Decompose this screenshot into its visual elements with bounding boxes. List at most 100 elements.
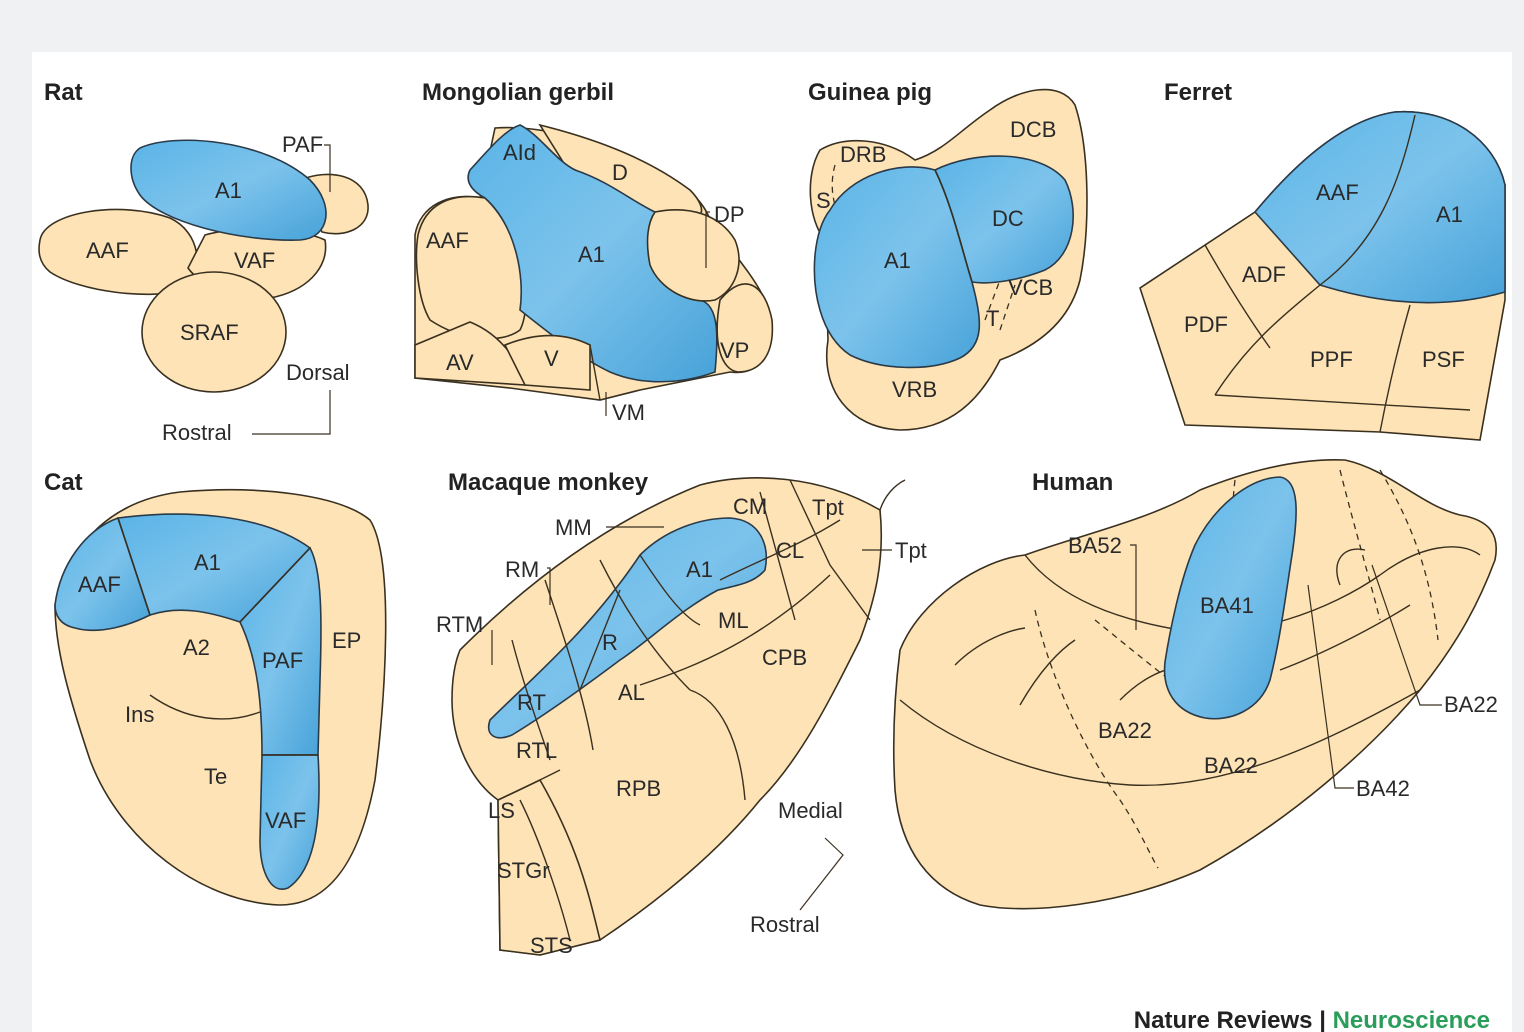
gerbil-aaf-region: [415, 195, 527, 340]
cat-ins-label: Ins: [125, 702, 154, 727]
guinea-pig-vrb-label: VRB: [892, 377, 937, 402]
macaque-orientation-axes: [799, 837, 844, 911]
macaque-rtm-label: RTM: [436, 612, 483, 637]
ferret-lower-boundary: [1214, 394, 1471, 411]
rat-dorsal-label: Dorsal: [286, 360, 350, 385]
cat-ins-boundary: [149, 694, 261, 720]
rat-vaf-label: VAF: [234, 248, 275, 273]
cat-paf-label: PAF: [262, 648, 303, 673]
macaque-ml-cl-boundary: [719, 519, 841, 581]
rat-sraf-label: SRAF: [180, 320, 239, 345]
rat-a1-region: [130, 139, 327, 241]
cat-aaf-region: [54, 516, 151, 632]
macaque-rtl-label: RTL: [516, 738, 557, 763]
cat-vaf-region: [259, 754, 320, 890]
human-gyrus-line-1: [954, 627, 1026, 666]
human-stg-boundary: [899, 689, 1421, 787]
macaque-a1-label: A1: [686, 557, 713, 582]
macaque-rm-label: RM: [505, 557, 539, 582]
gerbil-dp-region: [646, 209, 740, 302]
cat-ep-label: EP: [332, 628, 361, 653]
guinea-pig-s-label: S: [816, 188, 831, 213]
rat-title: Rat: [44, 79, 83, 106]
credit-section: Neuroscience: [1333, 1007, 1490, 1032]
macaque-tpt-boundary: [789, 479, 871, 621]
guinea-pig-a1-label: A1: [884, 248, 911, 273]
human-dashed-boundary-1: [1034, 609, 1159, 869]
ferret-core-region: [1253, 110, 1506, 304]
credit-journal: Nature Reviews: [1134, 1007, 1313, 1032]
human-dashed-boundary-2: [1094, 619, 1171, 681]
macaque-cm-label: CM: [733, 494, 767, 519]
guinea-pig-drb-label: DRB: [840, 142, 886, 167]
human-gyrus-line-4: [1279, 604, 1411, 671]
macaque-tpt-edge: [879, 479, 906, 511]
gerbil-vm-label: VM: [612, 400, 645, 425]
gerbil-aaf-label: AAF: [426, 228, 469, 253]
human-ba52-leader: [1130, 544, 1137, 630]
cat-a1-region: [116, 513, 312, 623]
guinea-pig-core-divider: [934, 169, 973, 283]
rat-a1-label: A1: [215, 178, 242, 203]
guinea-pig-dcb-label: DCB: [1010, 117, 1056, 142]
panel-ferret: Ferret AAF A1 ADF PDF PPF PSF: [1139, 79, 1506, 441]
macaque-rt-belt-boundary: [511, 639, 551, 761]
panel-guinea-pig: Guinea pig DRB DCB S DC A1 VCB T VRB: [808, 79, 1088, 431]
panel-gerbil: Mongolian gerbil AId D A1 DP AAF VP AV V…: [414, 79, 774, 425]
gerbil-dp-label: DP: [714, 202, 745, 227]
ferret-pdf-adf-boundary: [1204, 244, 1271, 349]
rat-sraf-region: [141, 271, 287, 393]
macaque-medial-label: Medial: [778, 798, 843, 823]
ferret-psf-label: PSF: [1422, 347, 1465, 372]
cat-a1-paf-boundary: [239, 547, 311, 623]
macaque-ml-cpb-boundary: [639, 574, 831, 686]
human-ba22c-leader: [1371, 564, 1442, 706]
cat-te-label: Te: [204, 764, 227, 789]
gerbil-vp-label: VP: [720, 338, 749, 363]
ferret-adf-label: ADF: [1242, 262, 1286, 287]
gerbil-dp-leader: [705, 211, 710, 268]
macaque-r-rt-boundary: [579, 589, 621, 691]
ferret-pdf-label: PDF: [1184, 312, 1228, 337]
macaque-ls-label: LS: [488, 798, 515, 823]
journal-credit: Nature Reviews | Neuroscience: [1134, 1007, 1490, 1032]
human-ba42-label: BA42: [1356, 776, 1410, 801]
gerbil-v-label: V: [544, 346, 559, 371]
gerbil-aid-label: AId: [503, 140, 536, 165]
macaque-rostral-label: Rostral: [750, 912, 820, 937]
cat-aaf-label: AAF: [78, 572, 121, 597]
gerbil-title: Mongolian gerbil: [422, 79, 614, 106]
human-ba41-region: [1163, 476, 1297, 720]
gerbil-v-region: [503, 334, 591, 391]
macaque-core-region: [488, 517, 767, 739]
human-ba22a-label: BA22: [1098, 718, 1152, 743]
macaque-cm-cl-boundary: [759, 491, 796, 621]
macaque-tpt1-label: Tpt: [812, 495, 844, 520]
gerbil-vm-boundary: [589, 344, 601, 401]
macaque-stg-region: [497, 778, 601, 956]
cat-a1-label: A1: [194, 550, 221, 575]
macaque-stgr-label: STGr: [497, 858, 550, 883]
panel-rat: Rat A1 PAF AAF VAF SRAF Dorsal Rostral: [38, 79, 369, 445]
macaque-sts-boundary: [519, 799, 571, 941]
human-ba22b-label: BA22: [1204, 753, 1258, 778]
panel-macaque: Macaque monkey CM Tpt MM CL Tpt RM A1 RT…: [436, 469, 927, 958]
rat-orientation-axes: [252, 390, 331, 435]
human-ba42-leader: [1307, 584, 1354, 789]
macaque-ls-boundary: [497, 769, 561, 801]
gerbil-a1-label: A1: [578, 242, 605, 267]
macaque-ml-label: ML: [718, 608, 749, 633]
rat-rostral-label: Rostral: [162, 420, 232, 445]
guinea-pig-s-boundary: [831, 164, 849, 229]
guinea-pig-dc-label: DC: [992, 206, 1024, 231]
human-ba22c-label: BA22: [1444, 692, 1498, 717]
credit-text: Nature Reviews | Neuroscience: [1134, 1007, 1490, 1032]
guinea-pig-title: Guinea pig: [808, 79, 932, 106]
gerbil-vp-region: [716, 283, 774, 373]
ferret-title: Ferret: [1164, 79, 1232, 106]
macaque-cpb-label: CPB: [762, 645, 807, 670]
macaque-rtl-boundary: [544, 579, 594, 751]
macaque-cl-label: CL: [776, 538, 804, 563]
guinea-pig-vcb-label: VCB: [1008, 275, 1053, 300]
human-dashed-boundary-5: [1379, 469, 1439, 641]
